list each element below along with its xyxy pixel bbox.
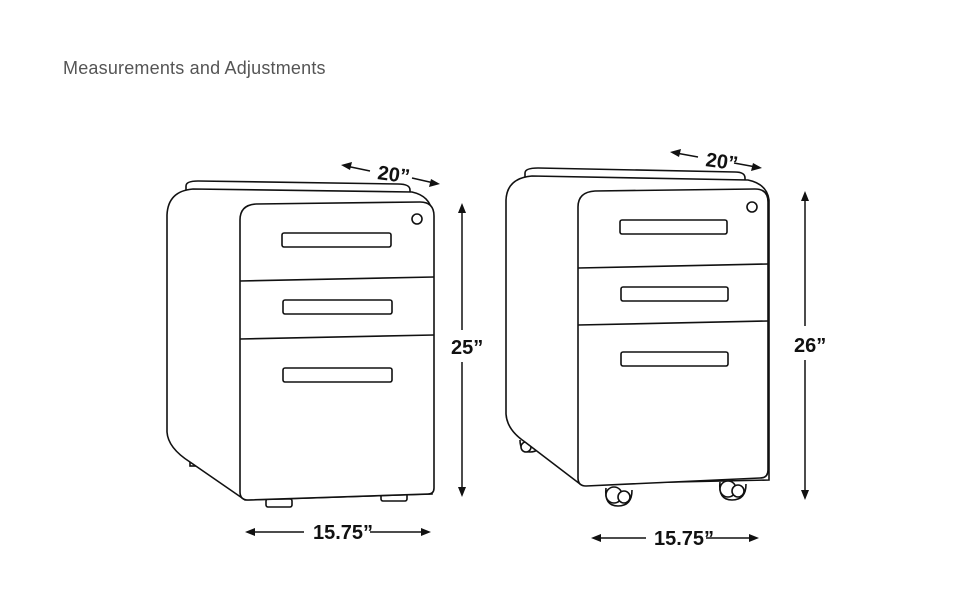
cabinet-left-drawer-handle [282,299,393,315]
cabinet-right [505,167,770,507]
cabinet-right-drawer-divider [577,320,769,326]
cabinet-right-drawer-divider [577,263,769,269]
cabinet-left-height-dimension: 25” [451,203,483,497]
cabinet-right-width-label: 15.75” [654,528,714,550]
cabinet-left-front [239,201,435,501]
page-title: Measurements and Adjustments [63,58,326,78]
cabinet-right-drawer-handle [620,286,729,302]
cabinet-right-front [577,188,769,487]
cabinet-left-width-label: 15.75” [313,522,373,544]
cabinet-right-caster [718,480,747,501]
cabinet-left-lock-icon [411,213,423,225]
cabinet-right-depth-dimension: 20” [670,149,762,175]
cabinet-right-caster [604,486,633,507]
cabinet-right-drawer-handle [619,219,728,235]
cabinet-left [166,180,435,508]
cabinet-right-height-label: 26” [794,335,826,357]
cabinet-left-depth-label: 20” [376,162,411,188]
cabinet-right-height-dimension: 26” [794,191,826,500]
cabinet-left-drawer-divider [239,276,435,282]
cabinet-right-drawer-handle [620,351,729,367]
cabinet-left-foot [265,498,293,508]
cabinet-left-width-dimension: 15.75” [245,522,431,544]
cabinet-left-height-label: 25” [451,337,483,359]
cabinet-right-depth-label: 20” [704,149,739,175]
cabinet-left-depth-dimension: 20” [341,162,440,188]
cabinet-left-drawer-handle [281,232,392,248]
cabinet-right-width-dimension: 15.75” [591,528,759,550]
cabinet-right-lock-icon [746,201,758,213]
cabinet-left-drawer-divider [239,334,435,340]
cabinet-left-drawer-handle [282,367,393,383]
